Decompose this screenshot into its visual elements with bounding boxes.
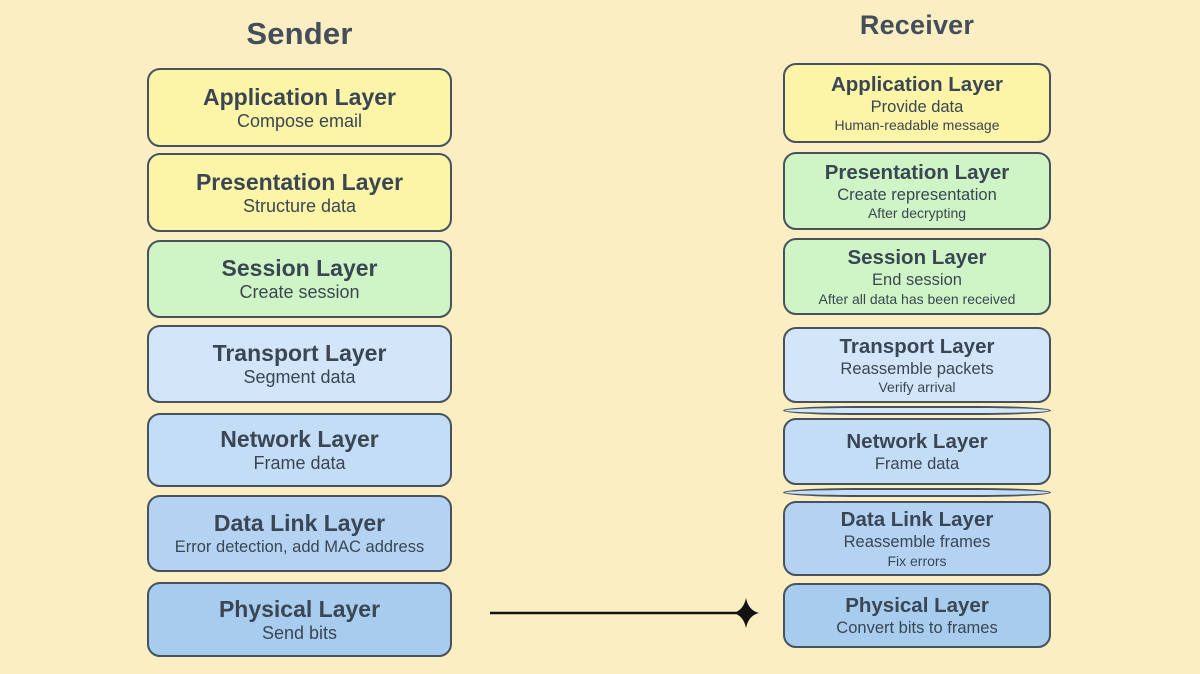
layer-description: Verify arrival xyxy=(878,379,956,396)
layer-title: Application Layer xyxy=(203,83,396,110)
layer-description: Create representation xyxy=(837,185,997,204)
layer-description: After all data has been received xyxy=(818,290,1016,307)
layer-description: After decrypting xyxy=(867,205,967,222)
layer-description: End session xyxy=(872,271,962,290)
receiver-stack-sliver xyxy=(783,406,1051,415)
layer-description: Frame data xyxy=(874,454,960,473)
sender-column-title: Sender xyxy=(246,16,353,51)
layer-description: Frame data xyxy=(253,453,346,474)
layer-title: Data Link Layer xyxy=(213,510,386,537)
layer-description: Send bits xyxy=(261,622,338,643)
layer-title: Network Layer xyxy=(220,426,379,452)
layer-description: Error detection, add MAC address xyxy=(174,538,425,557)
layer-description: Reassemble frames xyxy=(843,533,991,552)
layer-description: Human-readable message xyxy=(834,117,1000,134)
layer-title: Transport Layer xyxy=(839,334,995,358)
layer-description: Provide data xyxy=(870,97,964,116)
layer-title: Session Layer xyxy=(221,255,378,281)
layer-description: Structure data xyxy=(242,195,357,216)
layer-description: Compose email xyxy=(236,110,363,131)
sparkle-arrowhead-icon xyxy=(733,598,759,628)
layer-title: Data Link Layer xyxy=(840,508,994,532)
transmission-arrow xyxy=(490,598,759,628)
layer-title: Presentation Layer xyxy=(195,168,404,195)
layer-title: Physical Layer xyxy=(218,595,381,622)
layer-title: Presentation Layer xyxy=(824,160,1010,184)
layer-title: Session Layer xyxy=(847,246,987,270)
layer-description: Segment data xyxy=(243,367,356,388)
layer-title: Network Layer xyxy=(846,429,988,453)
layer-title: Transport Layer xyxy=(212,340,387,366)
layer-description: Reassemble packets xyxy=(840,359,994,378)
layer-title: Physical Layer xyxy=(845,593,989,617)
layer-title: Application Layer xyxy=(830,72,1003,96)
layer-description: Convert bits to frames xyxy=(836,618,998,637)
receiver-column-title: Receiver xyxy=(859,10,975,40)
layer-description: Create session xyxy=(239,282,360,303)
layer-description: Fix errors xyxy=(887,552,947,569)
receiver-stack-sliver xyxy=(783,488,1051,497)
